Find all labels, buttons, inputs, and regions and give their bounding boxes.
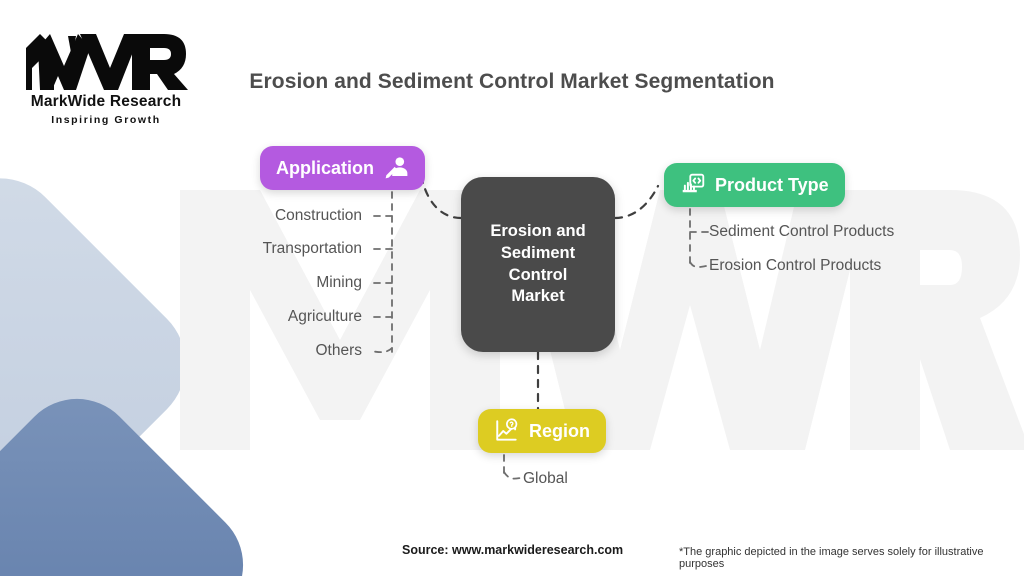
leaf-application-4: Others [315, 342, 362, 359]
branch-pill-application[interactable]: Application [260, 146, 425, 190]
leaf-application-1: Transportation [262, 240, 362, 257]
branch-label-application: Application [276, 157, 374, 178]
chart-question-icon [494, 418, 520, 444]
branch-pill-product-type[interactable]: Product Type [664, 163, 845, 207]
user-pen-icon [383, 155, 409, 181]
logo-mark-icon [26, 34, 188, 90]
leaf-product-type-0: Sediment Control Products [709, 223, 895, 240]
center-node-label: Erosion and Sediment Control Market [490, 221, 586, 306]
leaf-application-2: Mining [316, 274, 362, 291]
stub-product-1 [689, 261, 707, 268]
stub-region-0 [503, 471, 521, 480]
link-center-product [613, 184, 660, 220]
stub-application-4 [369, 347, 393, 354]
leaf-region-0: Global [523, 470, 568, 487]
page-title: Erosion and Sediment Control Market Segm… [249, 70, 775, 93]
document-chart-code-icon [680, 172, 706, 198]
link-center-application [418, 166, 463, 220]
leaf-product-type-1: Erosion Control Products [709, 257, 882, 274]
branch-label-product-type: Product Type [715, 174, 829, 195]
branch-label-region: Region [529, 420, 590, 441]
center-node[interactable]: Erosion and Sediment Control Market [461, 177, 615, 352]
branch-pill-region[interactable]: Region [478, 409, 606, 453]
brand-name: MarkWide Research [30, 93, 182, 110]
brand-logo: MarkWide Research Inspiring Growth [24, 32, 244, 126]
footer-disclaimer: *The graphic depicted in the image serve… [679, 546, 984, 570]
footer-source: Source: www.markwideresearch.com [402, 543, 624, 557]
leaf-application-0: Construction [274, 207, 362, 224]
brand-tagline: Inspiring Growth [51, 114, 161, 126]
leaf-application-3: Agriculture [287, 308, 362, 325]
